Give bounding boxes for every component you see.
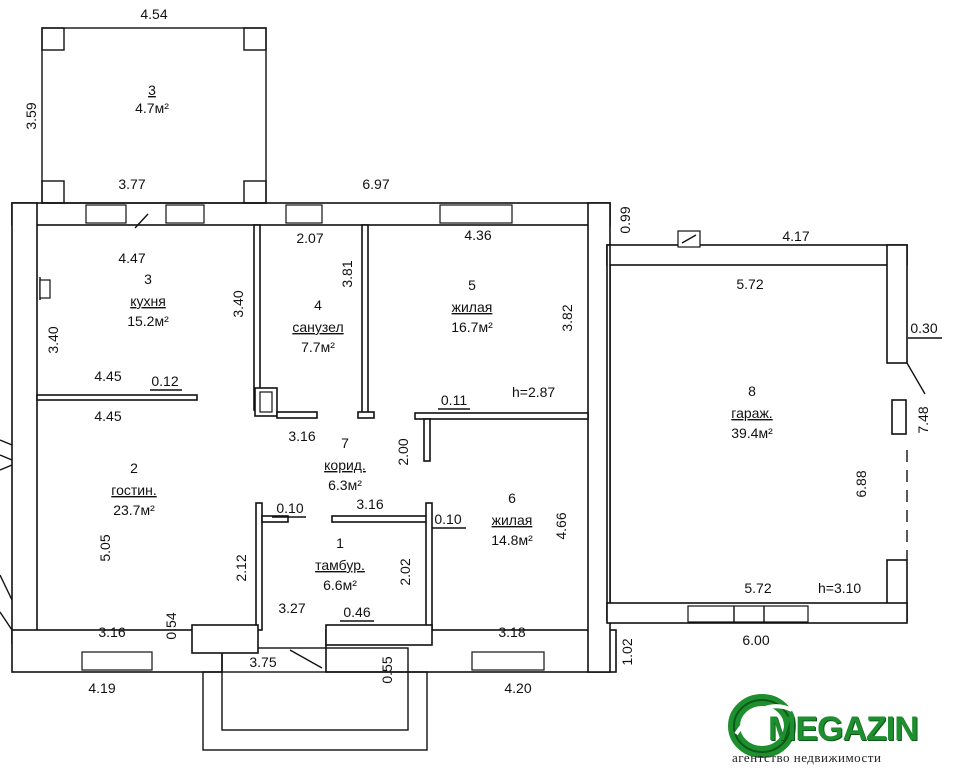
windows — [81, 204, 809, 671]
dim-327: 3.27 — [278, 600, 305, 616]
dim-terrace-depth: 3.59 — [23, 102, 39, 129]
dim-030: 0.30 — [910, 320, 937, 336]
dim-207: 2.07 — [296, 230, 323, 246]
dim-200: 2.00 — [395, 438, 411, 465]
dim-375: 3.75 — [249, 654, 276, 670]
interior-walls — [36, 224, 589, 654]
room-3-kitchen-name: кухня — [130, 293, 166, 309]
dim-419: 4.19 — [88, 680, 115, 696]
room-4-name: санузел — [292, 319, 343, 335]
room-1-area: 6.6м² — [323, 577, 357, 593]
dim-572-bottom: 5.72 — [744, 580, 771, 596]
dim-316-c: 3.16 — [98, 624, 125, 640]
bay-walls — [0, 439, 13, 631]
terrace-outline — [41, 27, 267, 204]
dim-010-b: 0.10 — [434, 511, 461, 527]
room-3-terrace-area: 4.7м² — [135, 100, 169, 116]
ceiling-height-main: h=2.87 — [512, 384, 555, 400]
dim-316-b: 3.16 — [356, 496, 383, 512]
room-7-num: 7 — [341, 435, 349, 451]
dim-046: 0.46 — [343, 604, 370, 620]
dim-417: 4.17 — [782, 228, 809, 244]
dim-340-a: 3.40 — [230, 290, 246, 317]
dim-202: 2.02 — [397, 558, 413, 585]
dim-010-a: 0.10 — [276, 500, 303, 516]
room-3-kitchen-area: 15.2м² — [127, 313, 169, 329]
room-8-area: 39.4м² — [731, 425, 773, 441]
room-4-num: 4 — [314, 297, 322, 313]
dim-102: 1.02 — [619, 638, 635, 665]
dim-212: 2.12 — [233, 554, 249, 581]
dim-600: 6.00 — [742, 632, 769, 648]
dim-381: 3.81 — [339, 260, 355, 287]
room-1-num: 1 — [336, 535, 344, 551]
room-8-num: 8 — [748, 383, 756, 399]
dim-436: 4.36 — [464, 227, 491, 243]
room-7-area: 6.3м² — [328, 477, 362, 493]
room-6-area: 14.8м² — [491, 532, 533, 548]
room-5-area: 16.7м² — [451, 319, 493, 335]
room-2-name: гостин. — [111, 482, 156, 498]
dim-572-top: 5.72 — [736, 276, 763, 292]
dim-697: 6.97 — [362, 176, 389, 192]
logo-wordmark: MEGAZIN — [768, 710, 919, 748]
dim-top-terrace: 4.54 — [140, 6, 167, 22]
dim-055: 0.55 — [379, 656, 395, 683]
dim-445-b: 4.45 — [94, 408, 121, 424]
ceiling-height-garage: h=3.10 — [818, 580, 861, 596]
dim-420: 4.20 — [504, 680, 531, 696]
room-8-name: гараж. — [731, 405, 772, 421]
room-6-num: 6 — [508, 490, 516, 506]
dim-445-a: 4.45 — [94, 368, 121, 384]
dim-099: 0.99 — [617, 206, 633, 233]
room-3-terrace-num: 3 — [148, 82, 156, 98]
omegazin-logo: MEGAZIN агентство недвижимости — [726, 688, 976, 768]
dim-318: 3.18 — [498, 624, 525, 640]
dim-748: 7.48 — [915, 406, 931, 433]
room-5-name: жилая — [452, 299, 493, 315]
logo-subtitle: агентство недвижимости — [732, 750, 882, 765]
door-swings — [134, 213, 149, 229]
room-2-area: 23.7м² — [113, 502, 155, 518]
dim-382: 3.82 — [559, 304, 575, 331]
room-3-kitchen-num: 3 — [144, 271, 152, 287]
dim-466: 4.66 — [553, 512, 569, 539]
room-5-num: 5 — [468, 277, 476, 293]
dim-012: 0.12 — [151, 373, 178, 389]
room-7-name: корид. — [324, 457, 366, 473]
dim-688: 6.88 — [853, 470, 869, 497]
dim-447: 4.47 — [118, 250, 145, 266]
dim-316-a: 3.16 — [288, 428, 315, 444]
exterior-walls — [11, 202, 617, 751]
room-2-num: 2 — [130, 460, 138, 476]
omegazin-logo-o-icon — [728, 694, 796, 758]
dim-340-b: 3.40 — [45, 326, 61, 353]
room-6-name: жилая — [492, 512, 533, 528]
dim-054: 0.54 — [163, 612, 179, 639]
room-1-name: тамбур. — [315, 557, 365, 573]
dimension-labels: 4.54 3.59 3.77 6.97 0.99 4.47 2.07 4.36 … — [23, 6, 942, 696]
dim-377: 3.77 — [118, 176, 145, 192]
room-labels: 3 4.7м² 3 кухня 15.2м² 4 санузел 7.7м² 5… — [111, 82, 861, 596]
dim-505: 5.05 — [97, 534, 113, 561]
room-4-area: 7.7м² — [301, 339, 335, 355]
dim-011: 0.11 — [441, 392, 467, 408]
